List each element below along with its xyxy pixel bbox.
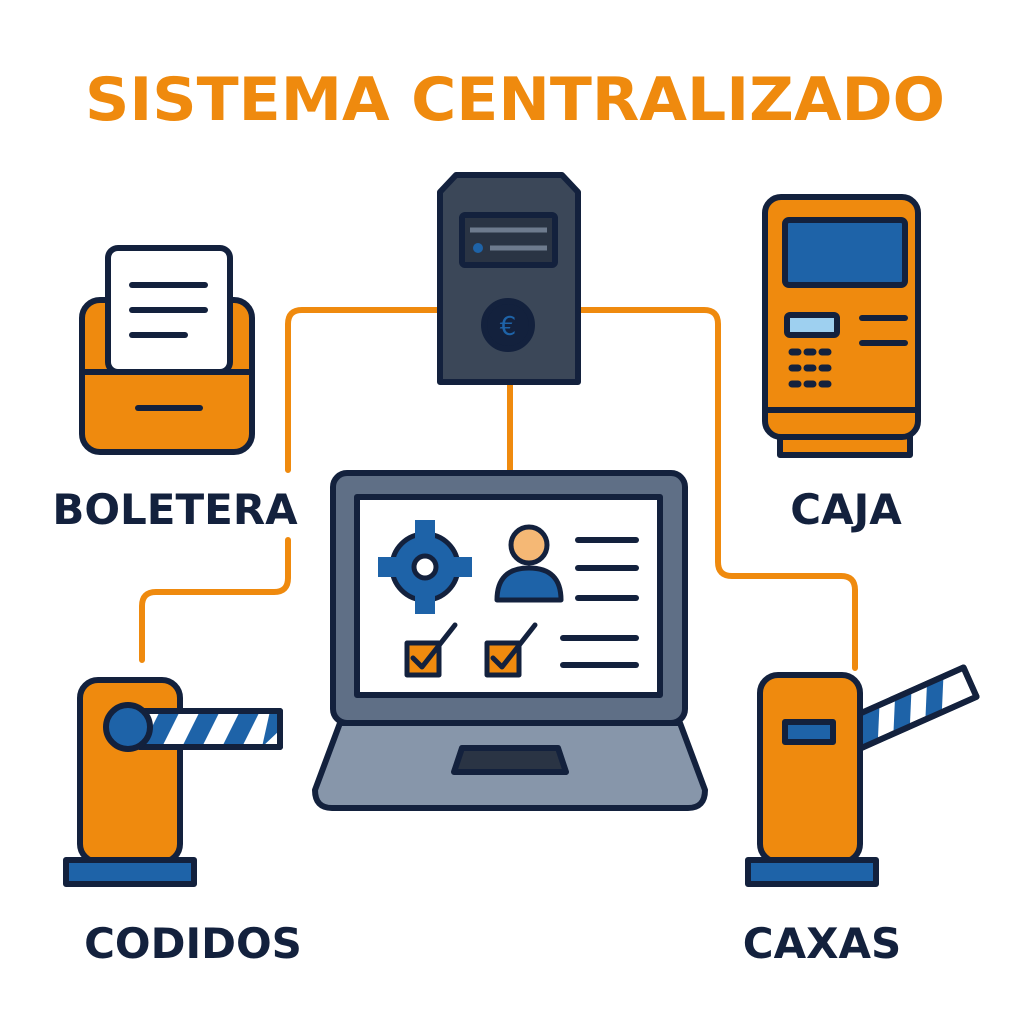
laptop-icon [312, 470, 708, 811]
connector-boletera [285, 307, 443, 473]
server-icon: € [437, 172, 581, 385]
euro-icon: € [500, 312, 517, 342]
text-lines [560, 537, 639, 668]
payment-kiosk-icon [762, 194, 921, 458]
diagram-title: SISTEMA CENTRALIZADO [85, 65, 945, 135]
user-icon [494, 524, 564, 603]
label-boletera: BOLETERA [52, 485, 298, 534]
connector-codidos [139, 537, 291, 663]
connector-lines [139, 307, 858, 671]
barrier-gate-left-icon [63, 677, 283, 887]
checkbox-icon [404, 622, 538, 678]
label-caxas: CAXAS [743, 919, 901, 968]
label-caja: CAJA [790, 485, 902, 534]
label-codidos: CODIDOS [84, 919, 302, 968]
ticket-printer-icon [79, 245, 255, 455]
barrier-gate-right-icon [745, 664, 980, 887]
connector-caxas [575, 307, 858, 671]
gear-icon [378, 520, 472, 614]
